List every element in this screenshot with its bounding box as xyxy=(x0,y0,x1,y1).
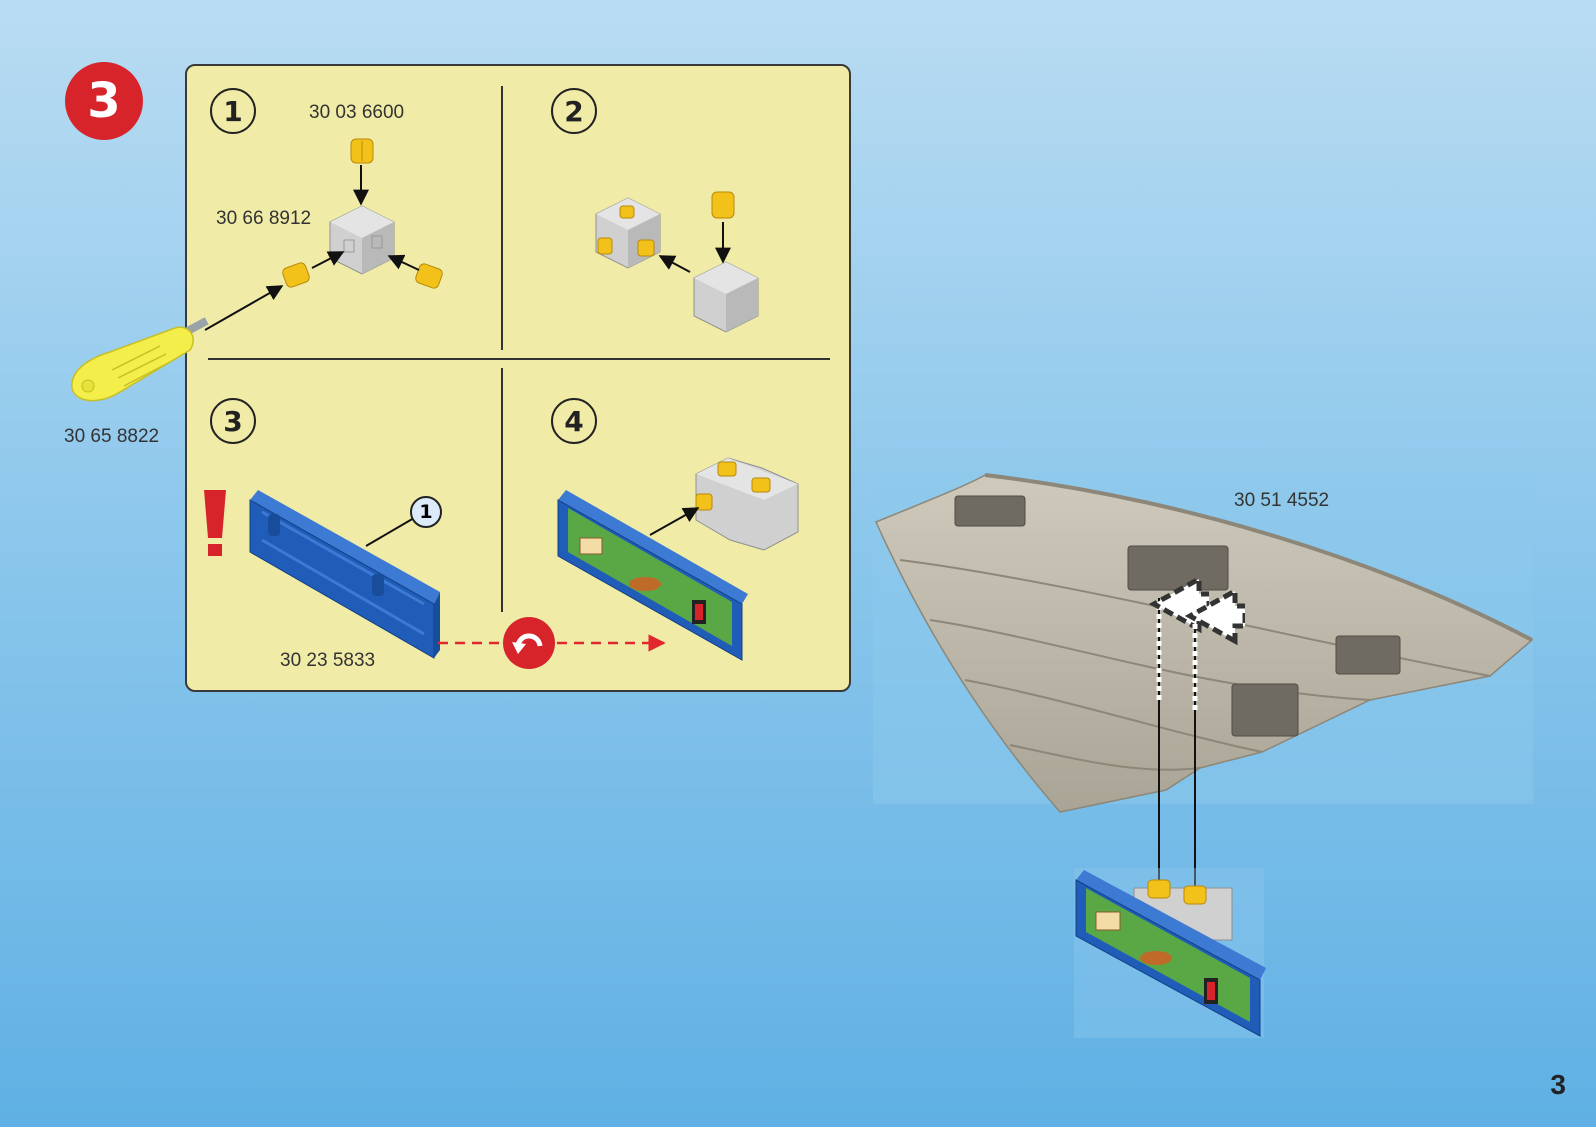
cube-assembly-2b xyxy=(694,262,758,332)
pin-right xyxy=(414,262,443,289)
pin-left xyxy=(281,261,310,288)
warning-exclamation-icon xyxy=(204,490,226,538)
pin-top xyxy=(351,139,373,163)
pin-2 xyxy=(712,192,734,218)
page-number: 3 xyxy=(1550,1069,1566,1101)
arrow-4 xyxy=(650,508,698,535)
arrow-2b xyxy=(660,256,690,272)
substep-1-badge: 1 xyxy=(210,88,256,134)
substep-2-badge: 2 xyxy=(551,88,597,134)
part-label-sign-plate: 30 23 5833 xyxy=(280,650,375,672)
part-label-tool: 30 65 8822 xyxy=(64,426,159,448)
cube-assembly-1 xyxy=(330,206,394,274)
substep-3-badge: 3 xyxy=(210,398,256,444)
part-label-pin: 30 03 6600 xyxy=(309,102,404,124)
part-label-cube: 30 66 8912 xyxy=(216,208,311,230)
arrow-tool xyxy=(205,286,282,330)
callout-leader xyxy=(366,518,414,546)
cube-pair-4 xyxy=(696,458,798,550)
substep-4-badge: 4 xyxy=(551,398,597,444)
arrow-pin-right xyxy=(389,256,419,270)
rotate-flip-icon xyxy=(503,617,555,669)
tool-icon xyxy=(72,317,209,400)
part-label-roof: 30 51 4552 xyxy=(1234,490,1329,512)
callout-badge: 1 xyxy=(410,496,442,528)
cube-assembly-2a xyxy=(596,198,660,268)
